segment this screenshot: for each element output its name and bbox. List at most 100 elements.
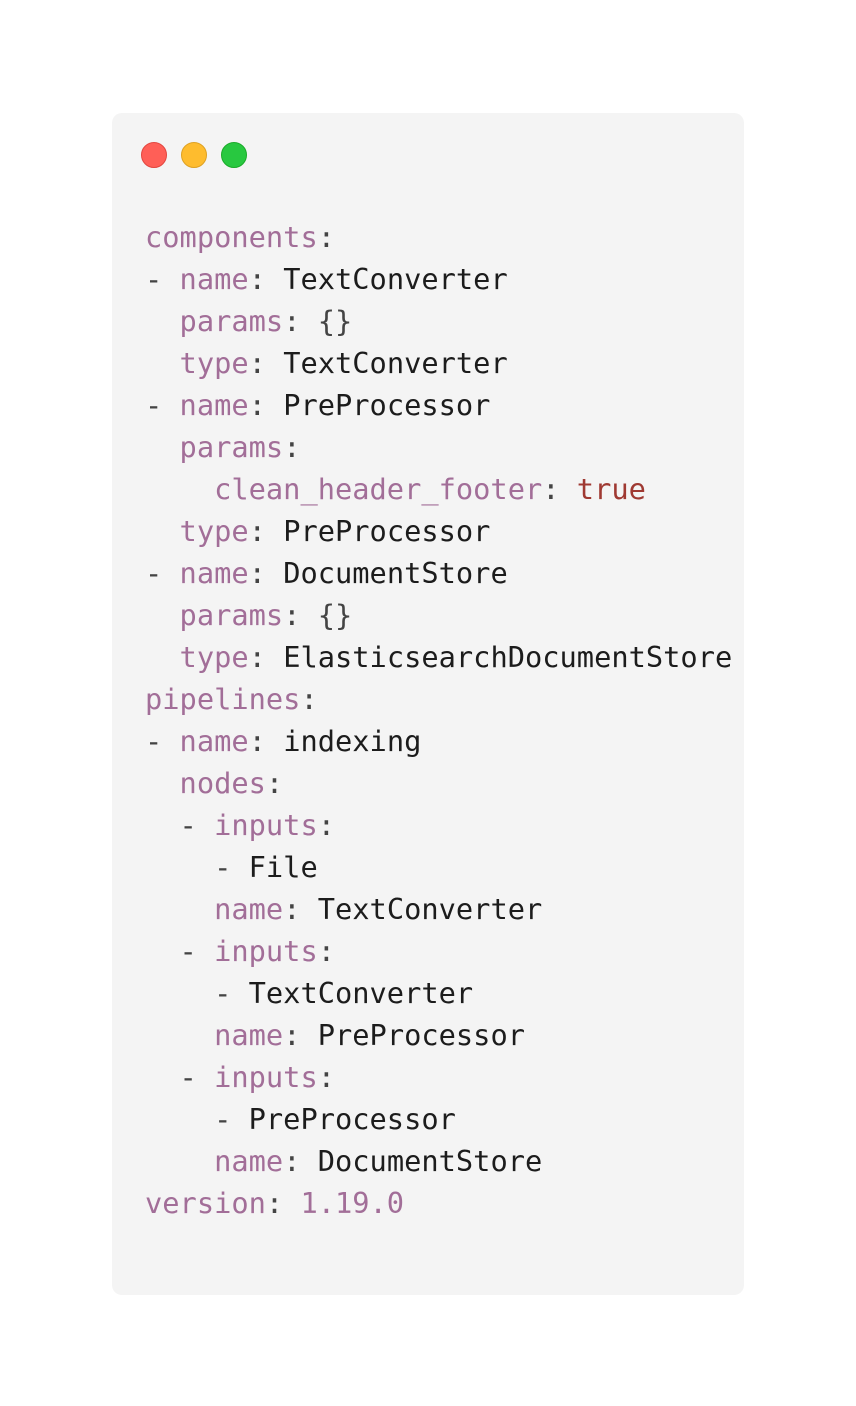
code-indent: - xyxy=(145,808,215,842)
yaml-value: ElasticsearchDocumentStore xyxy=(283,640,733,674)
code-line: - inputs: xyxy=(145,1056,732,1098)
yaml-value: TextConverter xyxy=(248,976,474,1010)
yaml-separator: : xyxy=(265,1186,301,1220)
yaml-key: pipelines xyxy=(145,682,301,716)
yaml-key: components xyxy=(145,220,318,254)
yaml-key: type xyxy=(179,640,249,674)
code-indent xyxy=(145,1018,214,1052)
code-indent: - xyxy=(145,976,249,1010)
code-line: type: PreProcessor xyxy=(145,510,732,552)
yaml-separator: : xyxy=(317,1060,336,1094)
yaml-separator: : xyxy=(283,430,301,464)
code-line: nodes: xyxy=(145,762,732,804)
yaml-separator: : xyxy=(248,640,284,674)
yaml-key: inputs xyxy=(214,1060,318,1094)
yaml-value: File xyxy=(248,850,318,884)
code-line: type: ElasticsearchDocumentStore xyxy=(145,636,733,678)
code-indent xyxy=(145,304,180,338)
yaml-value: PreProcessor xyxy=(317,1018,525,1052)
yaml-separator: : xyxy=(317,220,335,254)
close-window-button[interactable] xyxy=(141,142,167,168)
code-indent xyxy=(145,640,180,674)
yaml-key: name xyxy=(214,1144,284,1178)
yaml-separator: : xyxy=(248,724,284,758)
maximize-window-button[interactable] xyxy=(221,142,247,168)
yaml-key: name xyxy=(214,1018,284,1052)
code-indent xyxy=(145,766,180,800)
yaml-value: DocumentStore xyxy=(317,1144,543,1178)
code-line: name: TextConverter xyxy=(145,888,732,930)
yaml-separator: : xyxy=(283,1018,318,1052)
yaml-key: name xyxy=(179,724,249,758)
yaml-separator: : xyxy=(542,472,577,506)
yaml-separator: : xyxy=(248,514,284,548)
yaml-separator: : xyxy=(283,1144,318,1178)
code-line: - name: DocumentStore xyxy=(145,552,732,594)
yaml-value: indexing xyxy=(283,724,422,758)
code-line: components: xyxy=(145,216,732,258)
code-indent xyxy=(145,430,180,464)
code-indent xyxy=(145,514,180,548)
code-line: name: DocumentStore xyxy=(145,1140,732,1182)
yaml-separator: : xyxy=(248,262,284,296)
code-indent xyxy=(145,1144,214,1178)
yaml-value: TextConverter xyxy=(283,262,508,296)
yaml-key: name xyxy=(179,262,249,296)
yaml-key: nodes xyxy=(179,766,266,800)
yaml-separator: : xyxy=(248,346,284,380)
code-line: - name: indexing xyxy=(145,720,732,762)
yaml-separator: : xyxy=(317,808,336,842)
yaml-value: PreProcessor xyxy=(283,388,491,422)
code-line: - PreProcessor xyxy=(145,1098,732,1140)
yaml-key: inputs xyxy=(214,808,318,842)
yaml-value: true xyxy=(576,472,646,506)
code-line: - File xyxy=(145,846,732,888)
code-indent xyxy=(145,598,180,632)
yaml-separator: : xyxy=(265,766,284,800)
yaml-value: PreProcessor xyxy=(248,1102,456,1136)
yaml-key: type xyxy=(179,514,249,548)
yaml-key: params xyxy=(179,598,284,632)
yaml-code-block: components:- name: TextConverter params:… xyxy=(145,216,732,1224)
code-indent: - xyxy=(145,724,180,758)
code-window: components:- name: TextConverter params:… xyxy=(112,113,744,1295)
code-indent: - xyxy=(145,1060,215,1094)
code-line: pipelines: xyxy=(145,678,732,720)
code-line: - inputs: xyxy=(145,804,732,846)
yaml-value: PreProcessor xyxy=(283,514,491,548)
yaml-value: TextConverter xyxy=(283,346,508,380)
yaml-key: name xyxy=(179,556,249,590)
minimize-window-button[interactable] xyxy=(181,142,207,168)
code-indent: - xyxy=(145,262,180,296)
yaml-separator: : xyxy=(248,556,284,590)
code-indent: - xyxy=(145,1102,249,1136)
yaml-separator: : xyxy=(283,598,318,632)
yaml-separator: : xyxy=(283,304,318,338)
code-indent xyxy=(145,346,180,380)
code-indent: - xyxy=(145,850,249,884)
code-line: - TextConverter xyxy=(145,972,732,1014)
yaml-separator: : xyxy=(283,892,318,926)
yaml-separator: : xyxy=(317,934,336,968)
yaml-key: version xyxy=(145,1186,266,1220)
yaml-separator: : xyxy=(248,388,284,422)
code-indent: - xyxy=(145,556,180,590)
yaml-value: DocumentStore xyxy=(283,556,508,590)
code-indent: - xyxy=(145,934,215,968)
yaml-key: name xyxy=(179,388,249,422)
code-line: name: PreProcessor xyxy=(145,1014,732,1056)
yaml-key: type xyxy=(179,346,249,380)
code-line: params: xyxy=(145,426,732,468)
code-line: version: 1.19.0 xyxy=(145,1182,732,1224)
code-indent xyxy=(145,472,214,506)
yaml-separator: : xyxy=(300,682,318,716)
code-line: - name: TextConverter xyxy=(145,258,732,300)
yaml-key: inputs xyxy=(214,934,318,968)
code-line: - name: PreProcessor xyxy=(145,384,732,426)
code-line: params: {} xyxy=(145,300,732,342)
code-indent xyxy=(145,892,214,926)
yaml-key: params xyxy=(179,430,284,464)
code-line: params: {} xyxy=(145,594,732,636)
yaml-key: clean_header_footer xyxy=(214,472,543,506)
yaml-value: 1.19.0 xyxy=(300,1186,405,1220)
